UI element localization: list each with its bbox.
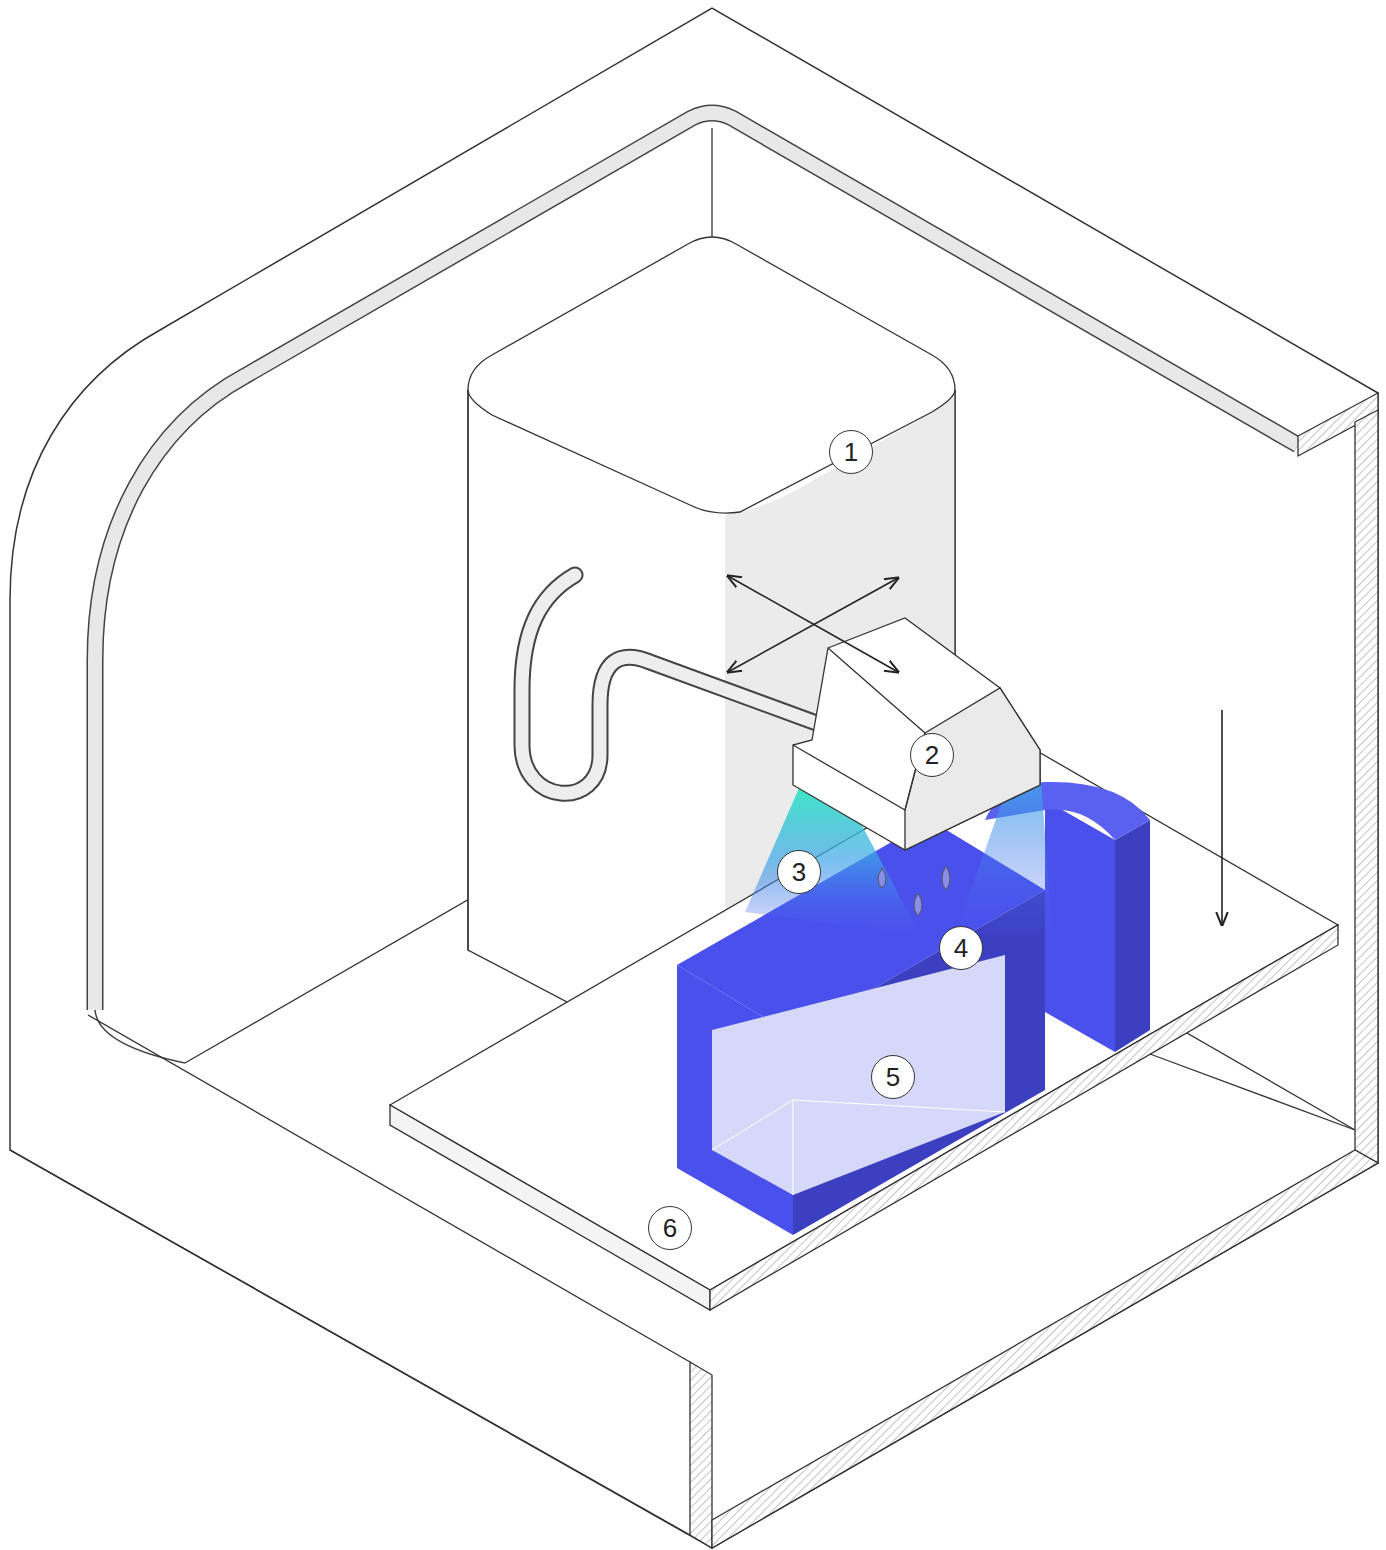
platform-arrow xyxy=(1221,710,1223,925)
callout-number: 5 xyxy=(871,1055,915,1099)
callout-number: 2 xyxy=(910,733,954,777)
callout-number: 6 xyxy=(648,1206,692,1250)
print-head xyxy=(793,618,1040,850)
wall-cut xyxy=(1355,410,1378,1163)
support-window xyxy=(712,955,1005,1195)
front-wall-cut xyxy=(690,1362,712,1548)
callout-number: 3 xyxy=(777,850,821,894)
motion-arrow xyxy=(728,576,898,672)
motion-arrow xyxy=(728,578,898,672)
housing xyxy=(10,8,1378,1548)
callout-number: 4 xyxy=(939,926,983,970)
wall-foot xyxy=(95,1010,185,1063)
callout-number: 1 xyxy=(829,430,873,474)
tank-top-edge xyxy=(468,390,955,513)
printed-part xyxy=(1045,800,1115,1052)
